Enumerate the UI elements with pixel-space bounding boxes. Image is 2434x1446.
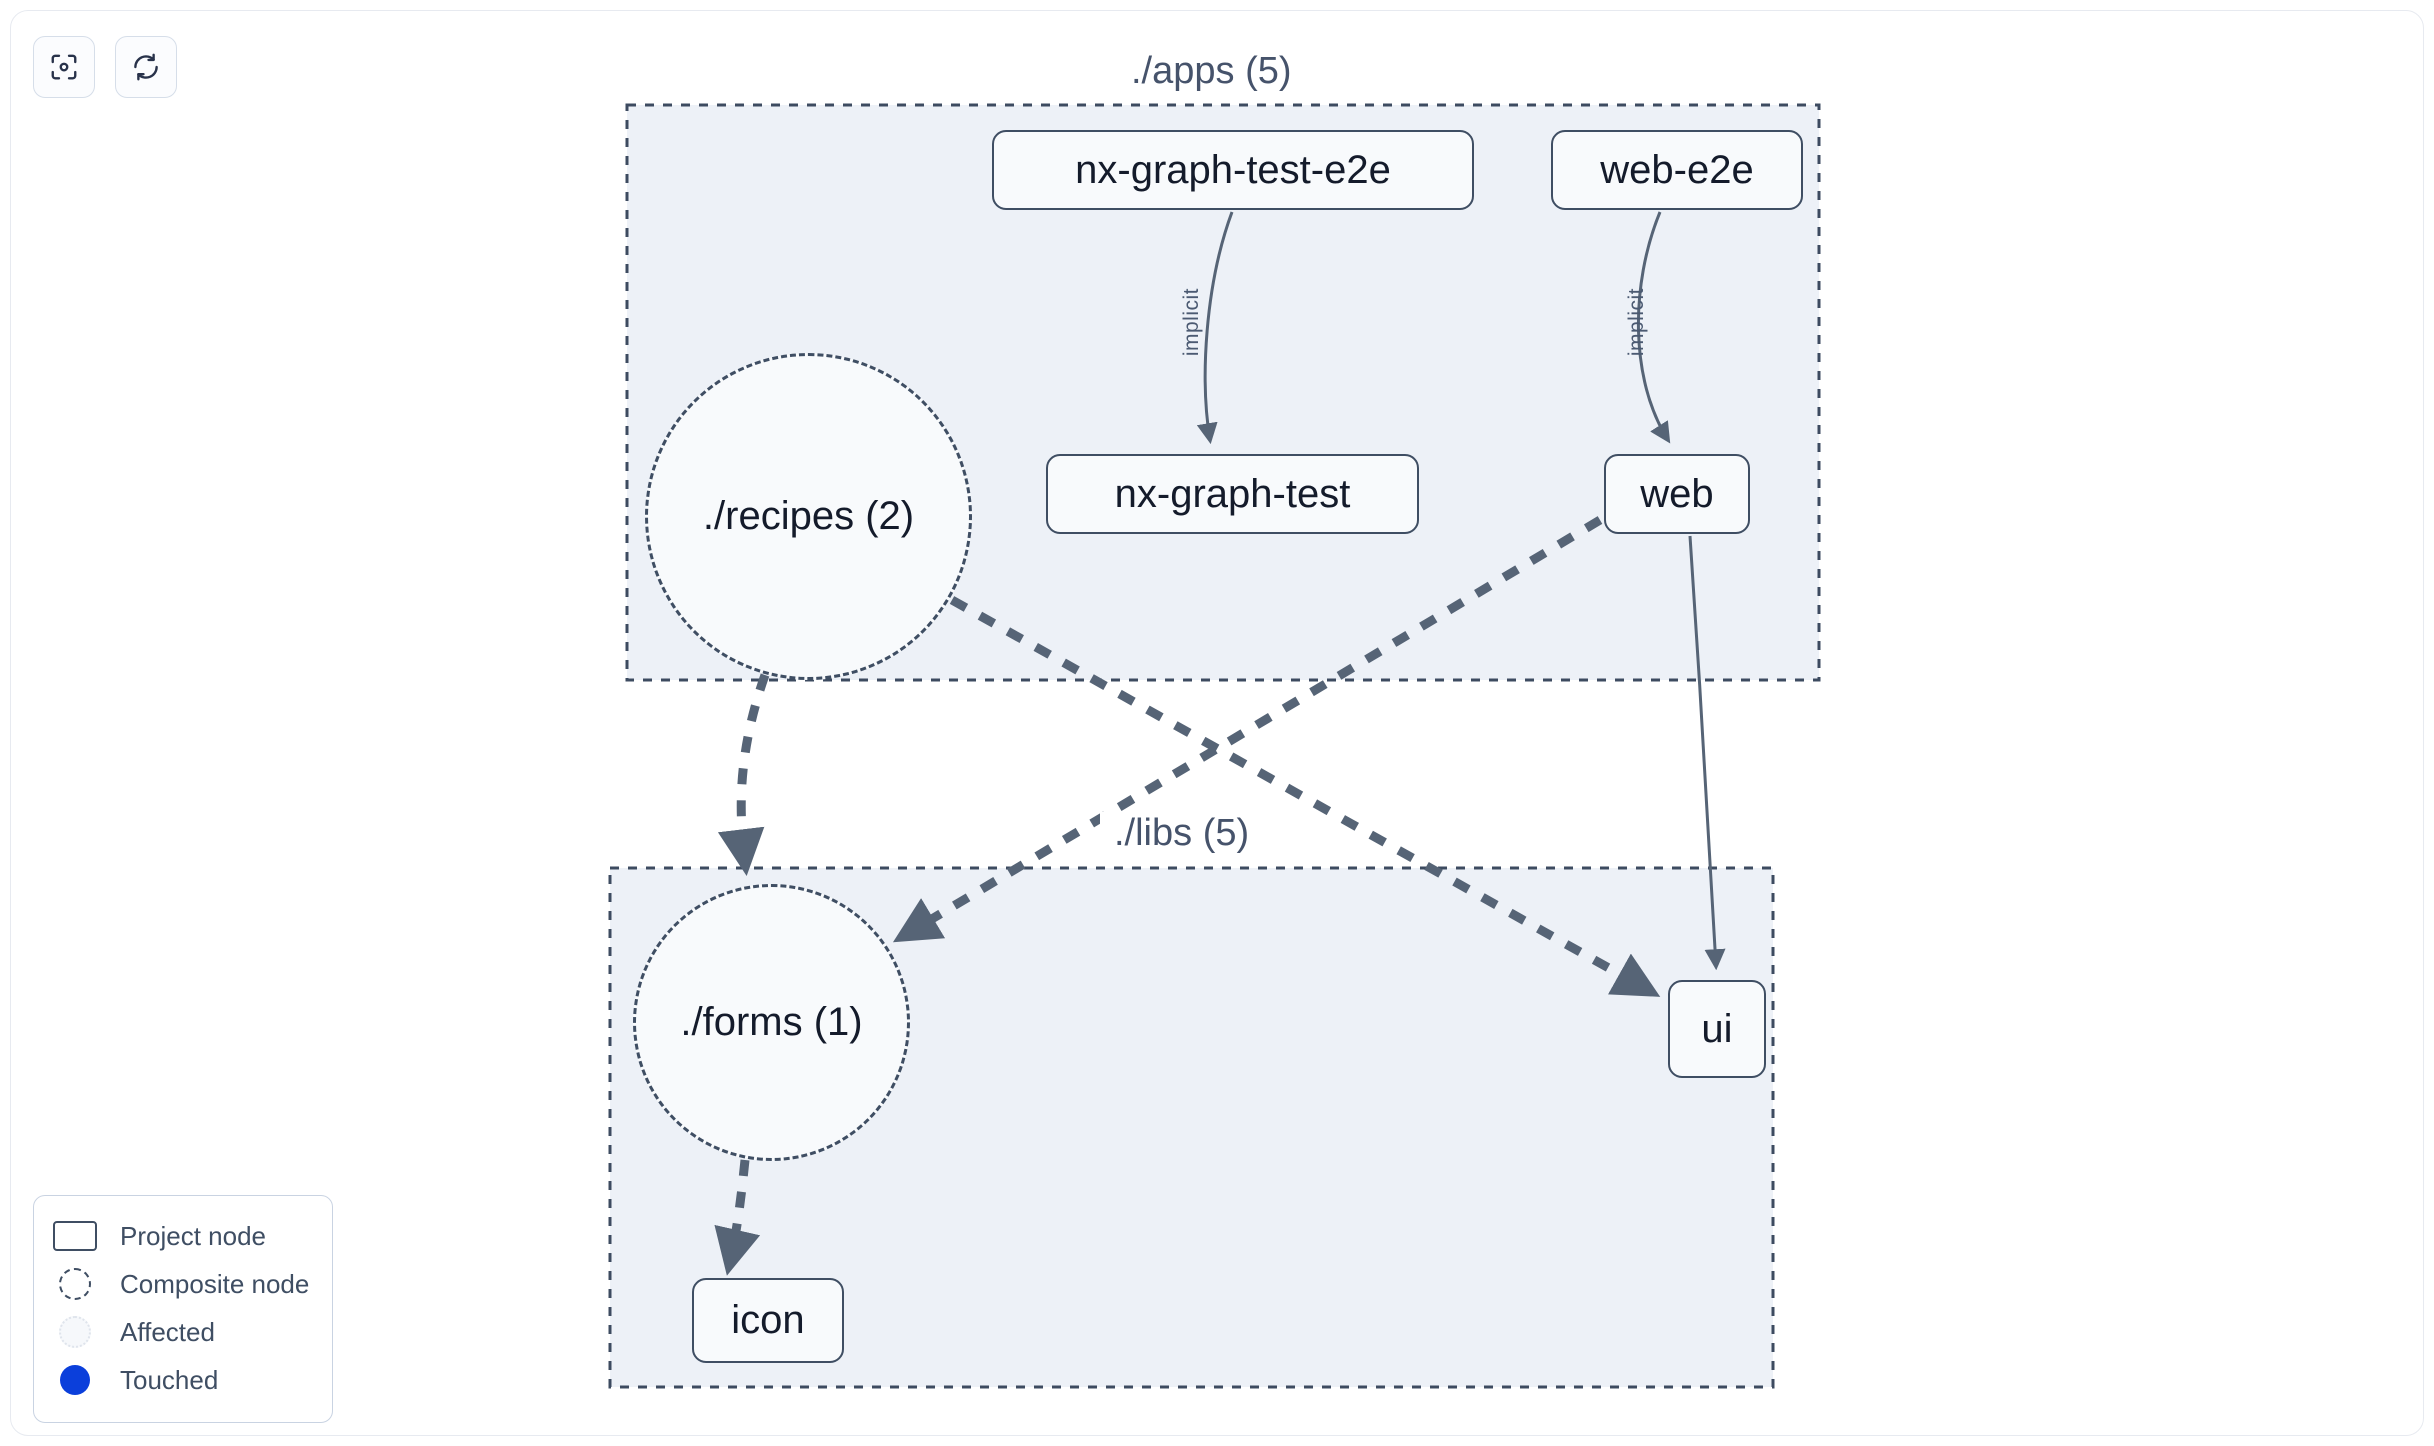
node-label: icon bbox=[731, 1298, 805, 1342]
node-label: ./forms (1) bbox=[680, 1000, 863, 1044]
project-node-web-e2e[interactable]: web-e2e bbox=[1551, 130, 1803, 210]
composite-node-swatch-icon bbox=[52, 1267, 98, 1301]
legend-item-affected: Affected bbox=[52, 1308, 314, 1356]
edge-web-to-ui[interactable] bbox=[1688, 535, 1726, 971]
node-label: web-e2e bbox=[1600, 147, 1754, 192]
edge-nx-graph-test-e2e-to-nx-graph-test[interactable] bbox=[1196, 211, 1234, 445]
project-node-ui[interactable]: ui bbox=[1668, 980, 1766, 1078]
legend-item-composite-node: Composite node bbox=[52, 1260, 314, 1308]
group-label-apps: ./apps (5) bbox=[1117, 50, 1306, 93]
composite-node-recipes[interactable]: ./recipes (2) bbox=[645, 353, 972, 680]
edge-forms-to-icon[interactable] bbox=[714, 1159, 761, 1276]
edge-label-implicit-nx-graph-test: implicit bbox=[1180, 288, 1203, 357]
composite-node-forms[interactable]: ./forms (1) bbox=[633, 884, 910, 1161]
legend-label: Project node bbox=[120, 1220, 266, 1251]
group-label-libs: ./libs (5) bbox=[1100, 812, 1264, 855]
legend-label: Composite node bbox=[120, 1268, 310, 1299]
edge-web-e2e-to-web[interactable] bbox=[1637, 211, 1671, 444]
refresh-graph-button[interactable] bbox=[115, 36, 177, 98]
edge-recipes-to-ui[interactable] bbox=[949, 596, 1661, 997]
touched-swatch-icon bbox=[52, 1363, 98, 1397]
edge-label-implicit-web: implicit bbox=[1625, 288, 1648, 357]
graph-toolbar bbox=[33, 36, 177, 98]
project-node-nx-graph-test-e2e[interactable]: nx-graph-test-e2e bbox=[992, 130, 1474, 210]
refresh-icon bbox=[131, 52, 161, 82]
node-label: web bbox=[1640, 471, 1714, 516]
node-label: ui bbox=[1701, 1006, 1733, 1051]
legend-label: Affected bbox=[120, 1316, 215, 1347]
affected-swatch-icon bbox=[52, 1315, 98, 1349]
edge-recipes-to-forms[interactable] bbox=[717, 673, 770, 876]
project-node-icon[interactable]: icon bbox=[692, 1278, 844, 1363]
project-node-swatch-icon bbox=[52, 1219, 98, 1253]
project-node-web[interactable]: web bbox=[1604, 454, 1750, 534]
graph-legend: Project node Composite node Affected Tou… bbox=[33, 1195, 333, 1423]
focus-graph-button[interactable] bbox=[33, 36, 95, 98]
legend-label: Touched bbox=[120, 1364, 219, 1395]
legend-item-touched: Touched bbox=[52, 1356, 314, 1404]
focus-target-icon bbox=[49, 52, 79, 82]
node-label: nx-graph-test-e2e bbox=[1075, 147, 1391, 192]
node-label: ./recipes (2) bbox=[702, 494, 915, 538]
node-label: nx-graph-test bbox=[1114, 471, 1351, 516]
project-node-nx-graph-test[interactable]: nx-graph-test bbox=[1046, 454, 1419, 534]
edge-web-to-forms[interactable] bbox=[892, 516, 1603, 943]
legend-item-project-node: Project node bbox=[52, 1212, 314, 1260]
